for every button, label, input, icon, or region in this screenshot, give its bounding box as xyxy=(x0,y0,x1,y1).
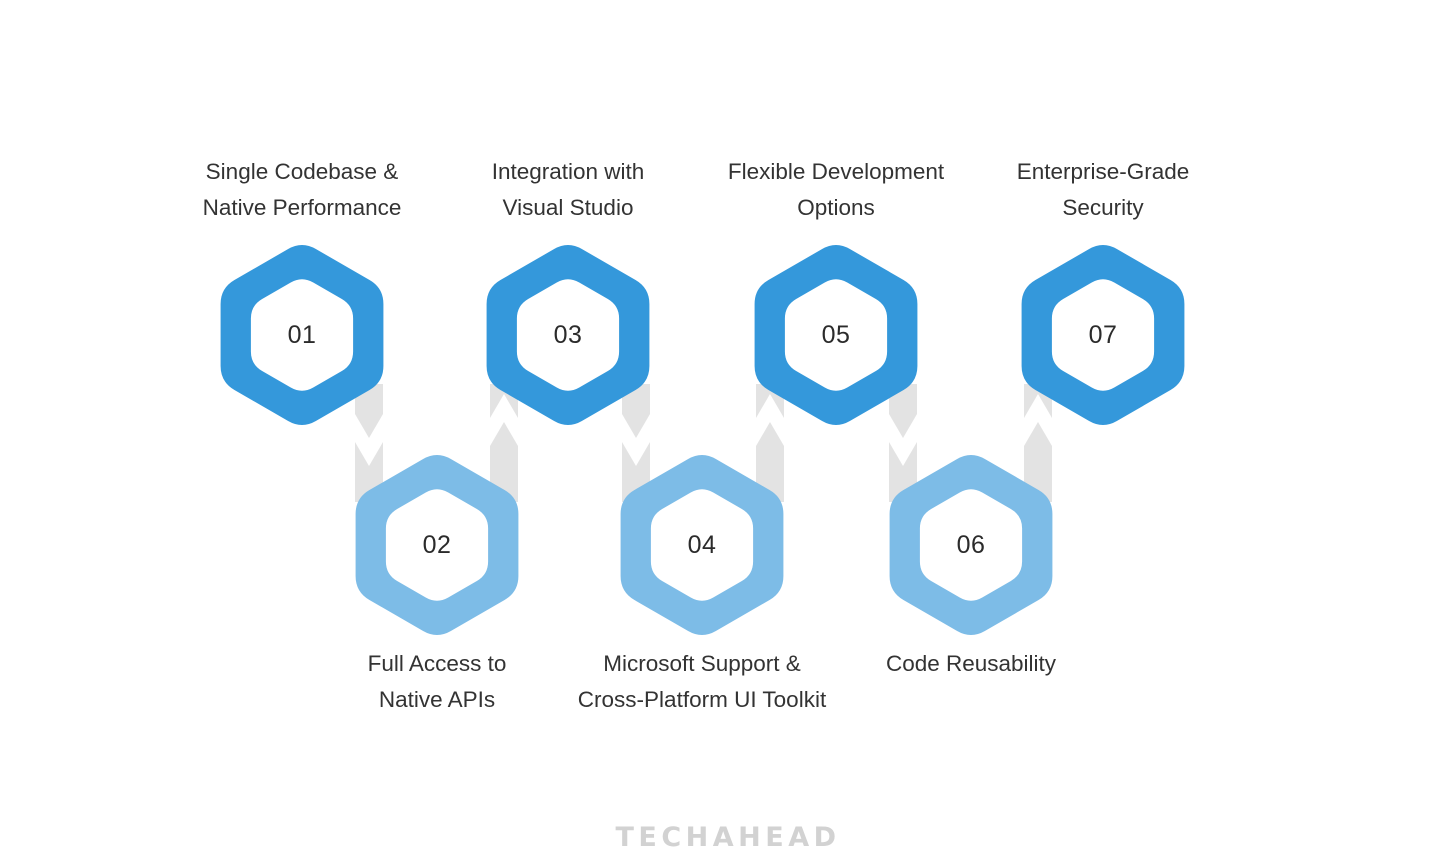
node-label-03: Integration with Visual Studio xyxy=(491,159,645,220)
hex-number-07: 07 xyxy=(1088,320,1118,349)
hexagon-icon-06 xyxy=(889,455,1053,635)
node-label-01: Single Codebase & Native Performance xyxy=(202,159,402,220)
hex-number-02: 02 xyxy=(422,530,452,559)
hex-node-02[interactable]: 02 xyxy=(355,451,519,639)
hex-number-01: 01 xyxy=(287,320,317,349)
hex-number-06: 06 xyxy=(956,530,986,559)
hex-number-04: 04 xyxy=(687,530,717,559)
hex-node-03[interactable]: 03 xyxy=(486,241,650,429)
hexagon-inner xyxy=(516,279,620,391)
node-label-06: Code Reusability xyxy=(885,651,1057,676)
node-label-05: Flexible Development Options xyxy=(727,159,945,220)
hex-number-05: 05 xyxy=(821,320,851,349)
hexagon-inner xyxy=(250,279,354,391)
hexagon-icon-03 xyxy=(486,245,650,425)
hexagon-inner xyxy=(1051,279,1155,391)
hex-node-06[interactable]: 06 xyxy=(889,451,1053,639)
hexagon-icon-07 xyxy=(1021,245,1185,425)
techahead-watermark: TECHAHEAD xyxy=(615,822,841,853)
node-label-04: Microsoft Support & Cross-Platform UI To… xyxy=(577,651,827,712)
hexagon-icon-05 xyxy=(754,245,918,425)
hex-node-05[interactable]: 05 xyxy=(754,241,918,429)
hex-number-03: 03 xyxy=(553,320,583,349)
hex-node-04[interactable]: 04 xyxy=(620,451,784,639)
hexagon-icon-02 xyxy=(355,455,519,635)
node-label-07: Enterprise-Grade Security xyxy=(1016,159,1190,220)
hexagon-inner xyxy=(919,489,1023,601)
hexagon-inner xyxy=(784,279,888,391)
hex-node-07[interactable]: 07 xyxy=(1021,241,1185,429)
hexagon-inner xyxy=(385,489,489,601)
hexagon-icon-01 xyxy=(220,245,384,425)
hexagon-inner xyxy=(650,489,754,601)
hex-node-01[interactable]: 01 xyxy=(220,241,384,429)
node-label-02: Full Access to Native APIs xyxy=(367,651,507,712)
hexagon-icon-04 xyxy=(620,455,784,635)
